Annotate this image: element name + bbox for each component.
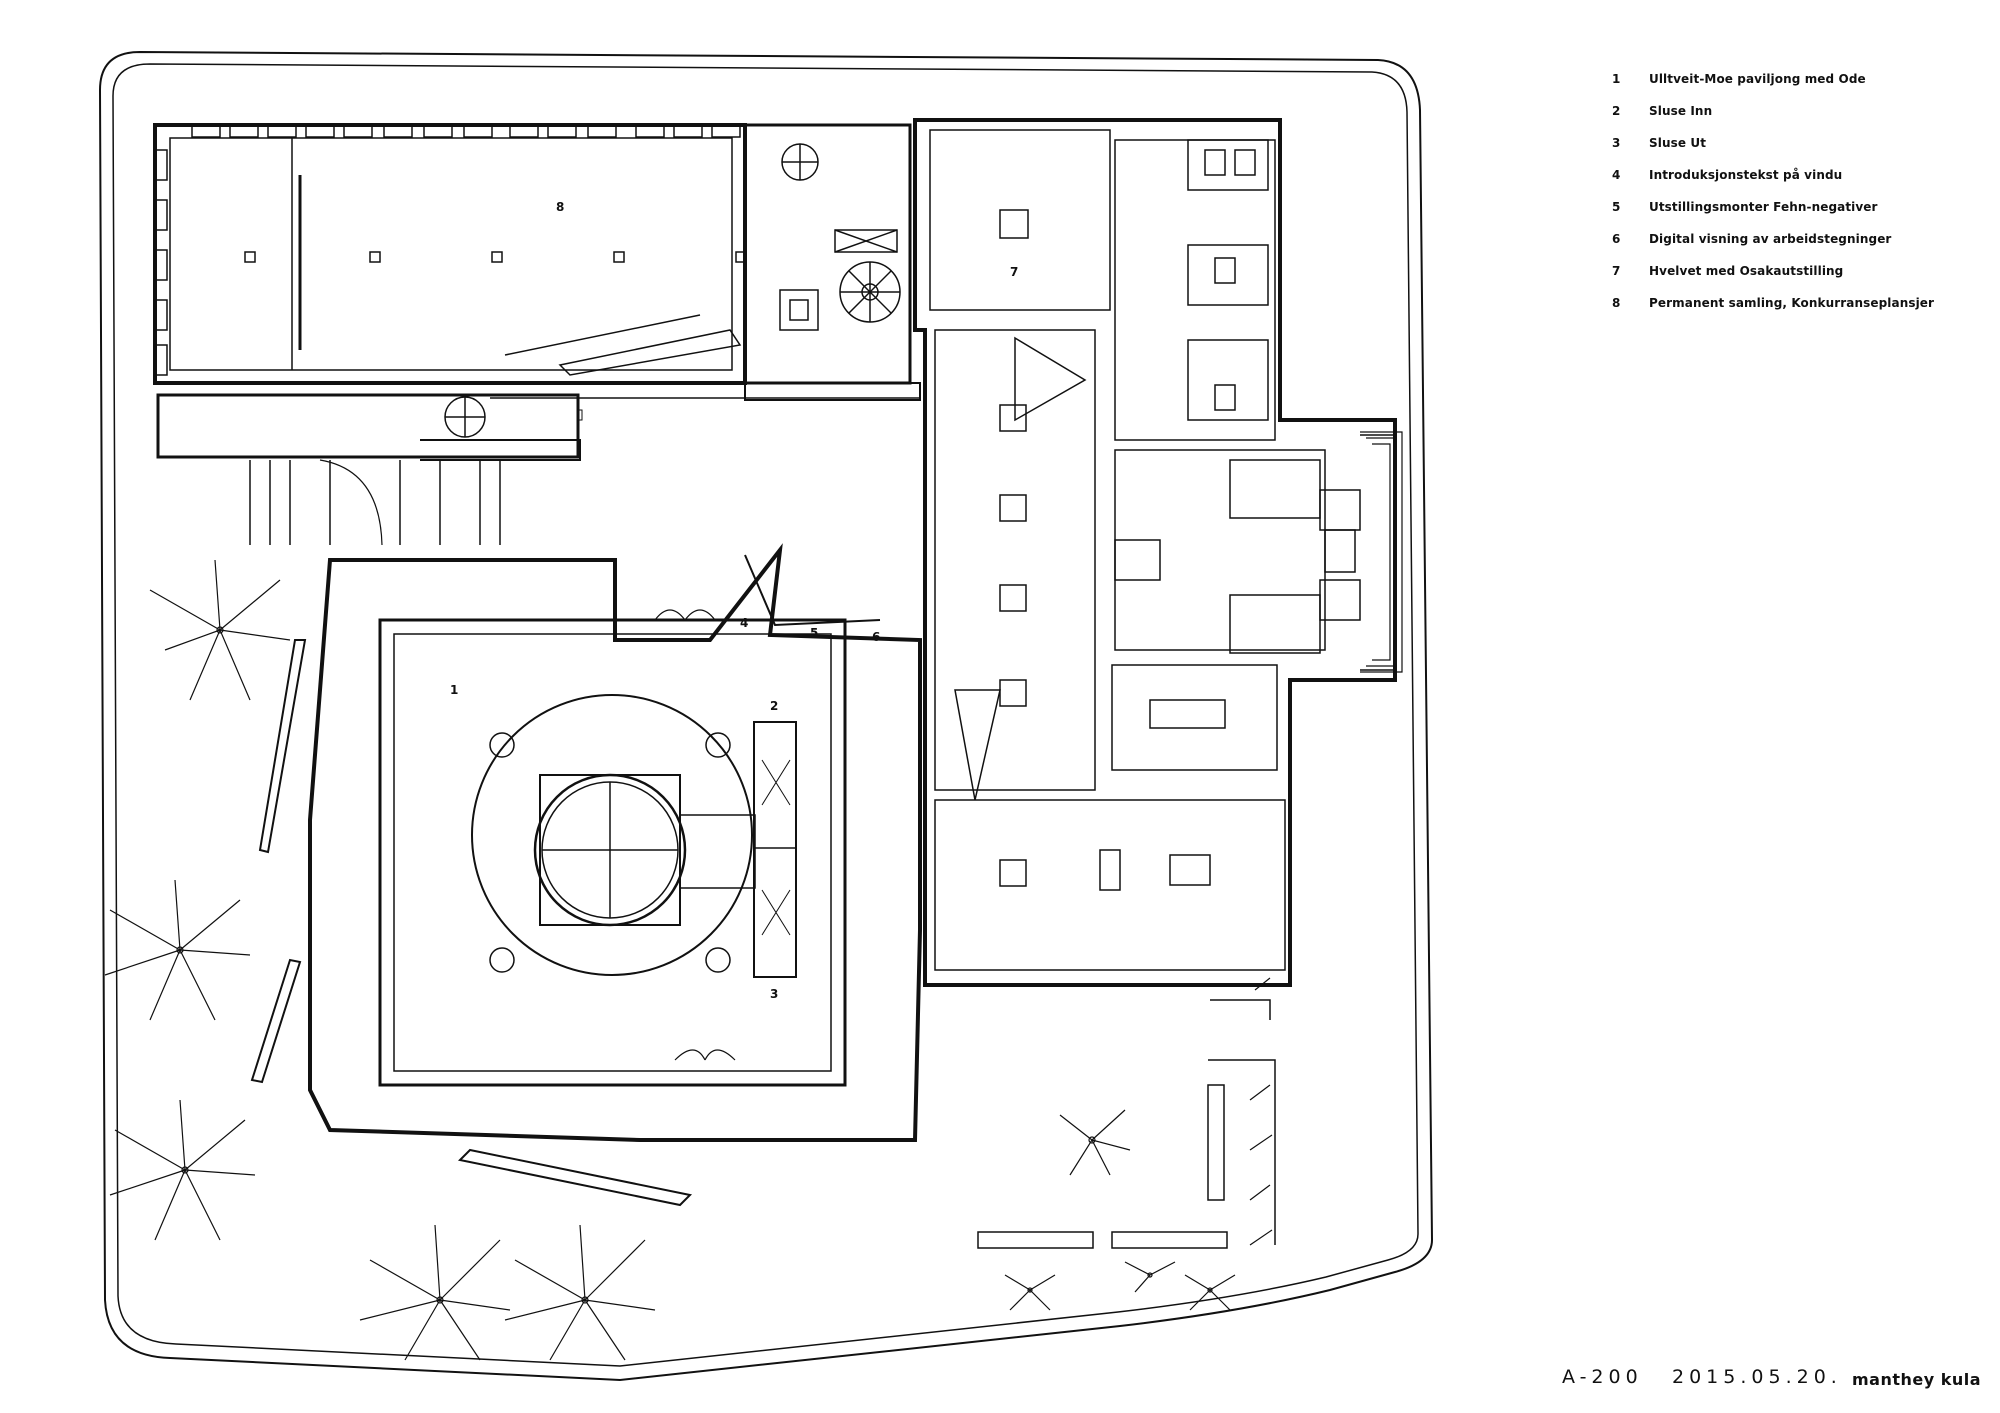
legend-item: 1 Ulltveit-Moe paviljong med Ode <box>1612 72 1934 104</box>
plan-label-1: 1 <box>450 683 458 697</box>
east-service-rooms <box>1111 139 1396 771</box>
east-building <box>913 118 1397 987</box>
legend-number: 5 <box>1612 200 1621 214</box>
plan-label-4: 4 <box>740 616 748 630</box>
plan-label-2: 2 <box>770 699 778 713</box>
legend-number: 3 <box>1612 136 1621 150</box>
legend-item: 2 Sluse Inn <box>1612 104 1934 136</box>
drawing-date: 2015.05.20. <box>1672 1366 1842 1388</box>
plan-room-labels: 1 2 3 4 5 6 7 8 <box>450 200 1018 1001</box>
legend-number: 8 <box>1612 296 1621 310</box>
legend-number: 6 <box>1612 232 1621 246</box>
tree-9 <box>1124 1261 1176 1293</box>
north-wing-room-8 <box>153 123 747 459</box>
tree-6 <box>1059 1109 1131 1176</box>
legend-number: 4 <box>1612 168 1621 182</box>
north-wing-columns <box>244 251 747 263</box>
plan-label-7: 7 <box>1010 265 1018 279</box>
tree-2 <box>104 879 251 1021</box>
plan-label-5: 5 <box>810 626 818 640</box>
tree-3 <box>109 1099 256 1241</box>
east-stairs-right <box>1360 431 1403 673</box>
pavilion-fins <box>250 554 881 1207</box>
tree-8 <box>1184 1274 1236 1311</box>
tree-5 <box>504 1224 656 1361</box>
legend-text: Sluse Inn <box>1649 104 1713 118</box>
east-garden <box>977 999 1276 1249</box>
legend-item: 8 Permanent samling, Konkurranseplansjer <box>1612 296 1934 328</box>
link-corridor <box>249 382 921 546</box>
north-wing-windows <box>154 124 741 376</box>
tree-symbols <box>104 559 1273 1361</box>
legend: 1 Ulltveit-Moe paviljong med Ode 2 Sluse… <box>1612 72 1934 328</box>
legend-text: Utstillingsmonter Fehn-negativer <box>1649 200 1878 214</box>
legend-item: 6 Digital visning av arbeidstegninger <box>1612 232 1934 264</box>
legend-item: 5 Utstillingsmonter Fehn-negativer <box>1612 200 1934 232</box>
plan-label-8: 8 <box>556 200 564 214</box>
plan-label-3: 3 <box>770 987 778 1001</box>
firm-name: manthey kula <box>1852 1370 1982 1389</box>
legend-text: Permanent samling, Konkurranseplansjer <box>1649 296 1935 310</box>
plan-label-6: 6 <box>872 630 880 644</box>
site-boundary <box>98 50 1434 1382</box>
tree-7 <box>1004 1274 1056 1311</box>
legend-text: Introduksjonstekst på vindu <box>1649 168 1843 182</box>
legend-number: 1 <box>1612 72 1621 86</box>
legend-number: 7 <box>1612 264 1621 278</box>
stair-core <box>444 123 912 438</box>
legend-text: Ulltveit-Moe paviljong med Ode <box>1649 72 1866 86</box>
legend-item: 7 Hvelvet med Osakautstilling <box>1612 264 1934 296</box>
legend-item: 3 Sluse Ut <box>1612 136 1934 168</box>
legend-text: Sluse Ut <box>1649 136 1707 150</box>
legend-number: 2 <box>1612 104 1621 118</box>
legend-item: 4 Introduksjonstekst på vindu <box>1612 168 1934 200</box>
legend-text: Digital visning av arbeidstegninger <box>1649 232 1892 246</box>
tree-1 <box>149 559 291 701</box>
drawing-number: A-200 <box>1562 1366 1643 1388</box>
shrubs-right <box>1249 977 1273 1246</box>
legend-text: Hvelvet med Osakautstilling <box>1649 264 1844 278</box>
tree-4 <box>359 1224 511 1361</box>
pavilion-room-1 <box>308 543 922 1142</box>
